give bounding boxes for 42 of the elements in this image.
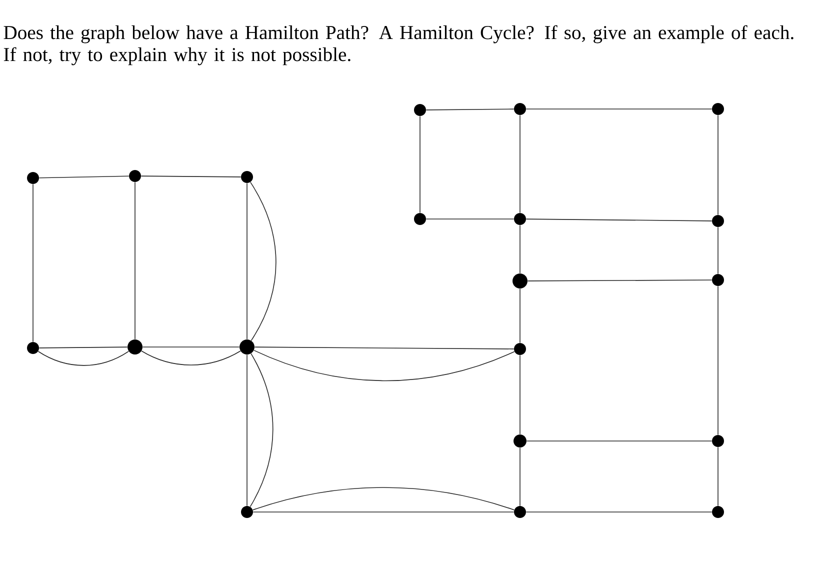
- graph-edge: [526, 440, 712, 442]
- graph-edge: [252, 487, 515, 510]
- graph-edge: [246, 182, 248, 340]
- graph-edge: [250, 353, 274, 508]
- vertex: [712, 215, 724, 227]
- vertex: [514, 434, 526, 448]
- graph-edge: [426, 108, 514, 110]
- graph-edge: [38, 176, 130, 178]
- graph-edge: [141, 350, 241, 366]
- graph-edge: [246, 354, 248, 506]
- vertex: [712, 103, 724, 115]
- graph-edge: [134, 182, 136, 340]
- vertex: [514, 213, 526, 225]
- graph-edge: [250, 182, 276, 341]
- graph-edge: [32, 184, 34, 342]
- graph-edge: [38, 346, 128, 348]
- vertex: [27, 342, 39, 354]
- vertex: [514, 343, 526, 355]
- graph-edge: [526, 108, 712, 110]
- vertex: [712, 506, 724, 518]
- graph-edge: [140, 176, 242, 178]
- vertex: [514, 506, 526, 518]
- vertex: [128, 340, 142, 354]
- vertex: [414, 104, 426, 116]
- graph-edge: [254, 346, 514, 350]
- vertex: [241, 506, 253, 518]
- vertex: [712, 274, 724, 286]
- graph-edge: [254, 350, 515, 382]
- vertex: [514, 103, 526, 115]
- vertex: [27, 172, 39, 184]
- vertex: [240, 340, 254, 354]
- vertex: [512, 274, 528, 288]
- graph-edge: [426, 218, 514, 220]
- question-text: Does the graph below have a Hamilton Path? A Hamilton Cycle? If so, give an example of each. If not, try to explain why it is not possible.: [4, 25, 794, 66]
- vertex: [129, 170, 141, 182]
- vertex: [712, 435, 724, 447]
- vertex: [241, 171, 253, 183]
- graph-edge: [526, 218, 712, 222]
- graph-edge: [38, 350, 130, 366]
- graph-edge: [142, 346, 240, 348]
- vertex: [414, 213, 426, 225]
- graph-edge: [527, 280, 712, 282]
